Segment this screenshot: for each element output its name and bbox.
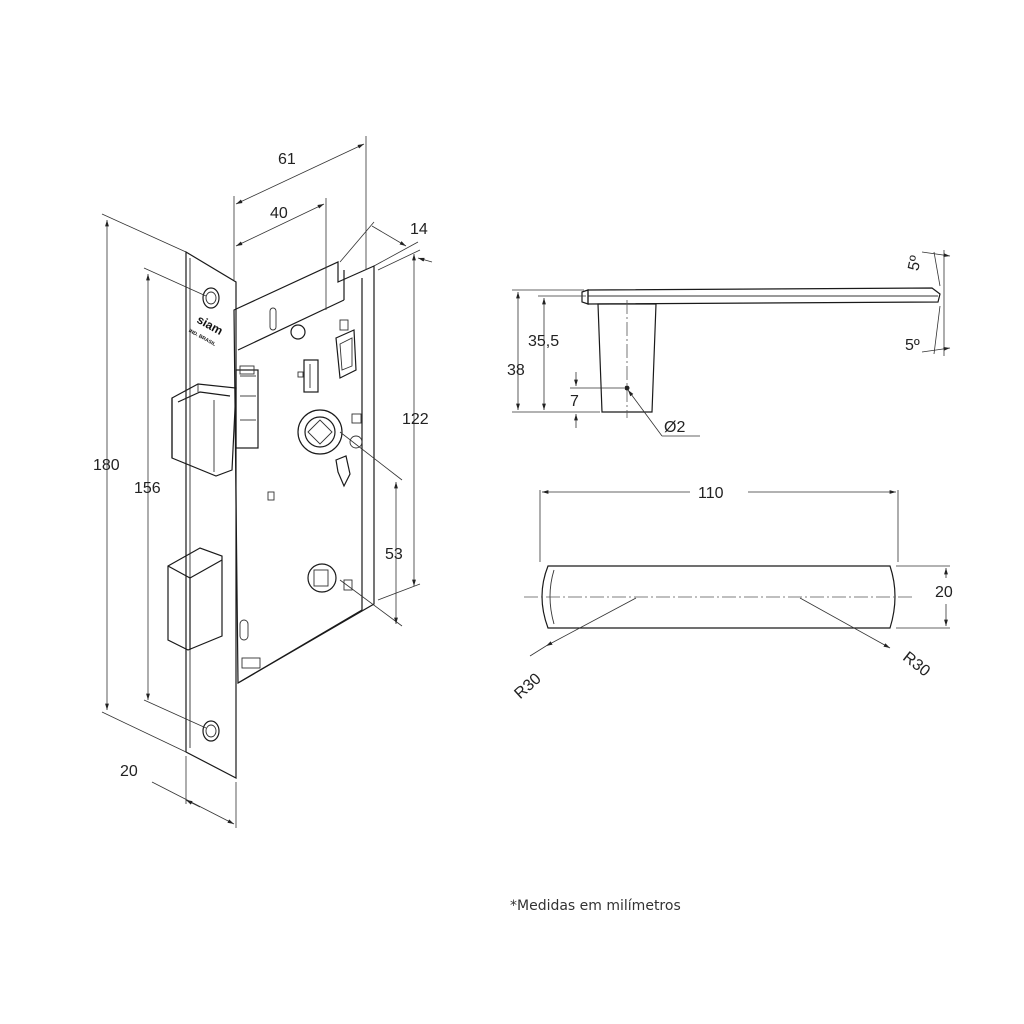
dim-spindle-to-key: 53	[385, 546, 403, 563]
key-cylinder-hole	[307, 563, 337, 593]
lock-case-back	[233, 261, 375, 685]
deadbolt	[167, 547, 223, 651]
dim-handle-width: 20	[935, 584, 953, 601]
faceplate-screw-hole-top	[202, 287, 220, 309]
dim-hole-diameter: Ø2	[664, 419, 685, 436]
dim-handle-length: 110	[698, 485, 724, 502]
dim-case-height: 122	[402, 411, 429, 428]
lock-mechanism	[239, 307, 363, 669]
handle-side-view: 5º 5º 38 35,5 7 Ø2	[507, 250, 951, 437]
handle-neck-side	[597, 303, 657, 413]
handle-top-dimensions: 110 20 R30 R30	[511, 485, 952, 703]
lock-dimensions: 61 40 14 180 156 122	[93, 136, 433, 828]
dim-hole-offset: 7	[570, 393, 579, 410]
dim-radius-right: R30	[899, 649, 933, 681]
dim-screw-spacing: 156	[134, 480, 161, 497]
dim-width-total: 61	[278, 151, 296, 168]
lock-faceplate	[185, 250, 237, 779]
brand-logo: siam IND. BRASIL	[187, 312, 225, 347]
dim-angle-bottom: 5º	[905, 337, 920, 354]
spindle-hub	[297, 409, 343, 455]
handle-lever-top	[541, 565, 896, 629]
handle-side-dimensions: 5º 5º 38 35,5 7 Ø2	[507, 250, 951, 437]
dim-angle-top: 5º	[905, 254, 925, 272]
dim-radius-left: R30	[511, 670, 544, 702]
dim-case-depth: 14	[410, 221, 428, 238]
dim-handle-height-rose: 35,5	[528, 333, 559, 350]
dim-faceplate-width: 20	[120, 763, 138, 780]
latch-bolt	[171, 365, 259, 477]
measurement-footnote: *Medidas em milímetros	[510, 898, 681, 914]
handle-top-view: 110 20 R30 R30	[511, 485, 952, 703]
dim-faceplate-height: 180	[93, 457, 120, 474]
dim-backset: 40	[270, 205, 288, 222]
dim-handle-height-total: 38	[507, 362, 525, 379]
mortise-lock-drawing: siam IND. BRASIL	[93, 136, 433, 828]
faceplate-screw-hole-bottom	[202, 720, 220, 742]
